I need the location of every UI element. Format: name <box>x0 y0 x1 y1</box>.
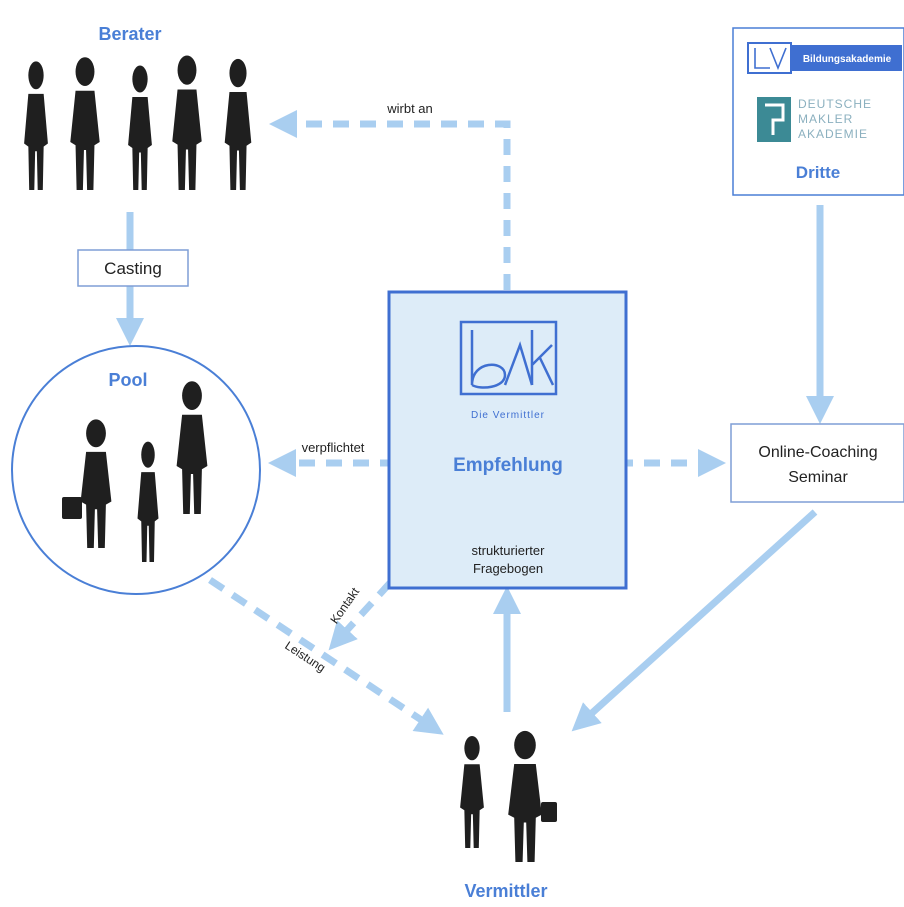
vermittler-title: Vermittler <box>464 881 547 901</box>
pool-title: Pool <box>109 370 148 390</box>
dritte-title: Dritte <box>796 163 840 182</box>
pool-circle <box>11 345 261 595</box>
pool-silhouettes <box>62 381 208 562</box>
vermittler-center-box <box>387 290 628 590</box>
bildungsakademie-label: Bildungsakademie <box>803 54 892 65</box>
edge-label-wirbt-an: wirbt an <box>386 101 433 116</box>
dma-label-2: MAKLER <box>798 112 853 126</box>
center-sub-label-2: Fragebogen <box>473 561 543 576</box>
dma-label-3: AKADEMIE <box>798 127 868 141</box>
casting-label: Casting <box>104 259 162 278</box>
online-coaching-label-2: Seminar <box>788 469 848 486</box>
arrow-wirbt-an <box>269 110 511 290</box>
berater-title: Berater <box>98 24 161 44</box>
center-brand: Die Vermittler <box>471 410 545 421</box>
vermittler-silhouettes <box>460 730 557 862</box>
center-main-label: Empfehlung <box>453 455 563 476</box>
online-coaching-box <box>730 423 904 503</box>
bvk-logo <box>459 320 558 396</box>
edge-label-kontakt: Kontakt <box>327 584 362 626</box>
edge-label-verpflichtet: verpflichtet <box>302 440 365 455</box>
berater-silhouettes <box>24 55 252 190</box>
arrow-coaching-vermittler <box>571 509 818 732</box>
bildungsakademie-logo <box>747 42 902 74</box>
dma-logo <box>757 97 791 142</box>
dma-label-1: DEUTSCHE <box>798 97 872 111</box>
arrow-kontakt <box>328 580 393 651</box>
arrow-leistung <box>208 577 444 735</box>
casting-box <box>77 249 189 287</box>
center-sub-label-1: strukturierter <box>472 543 546 558</box>
online-coaching-label-1: Online-Coaching <box>758 444 877 461</box>
